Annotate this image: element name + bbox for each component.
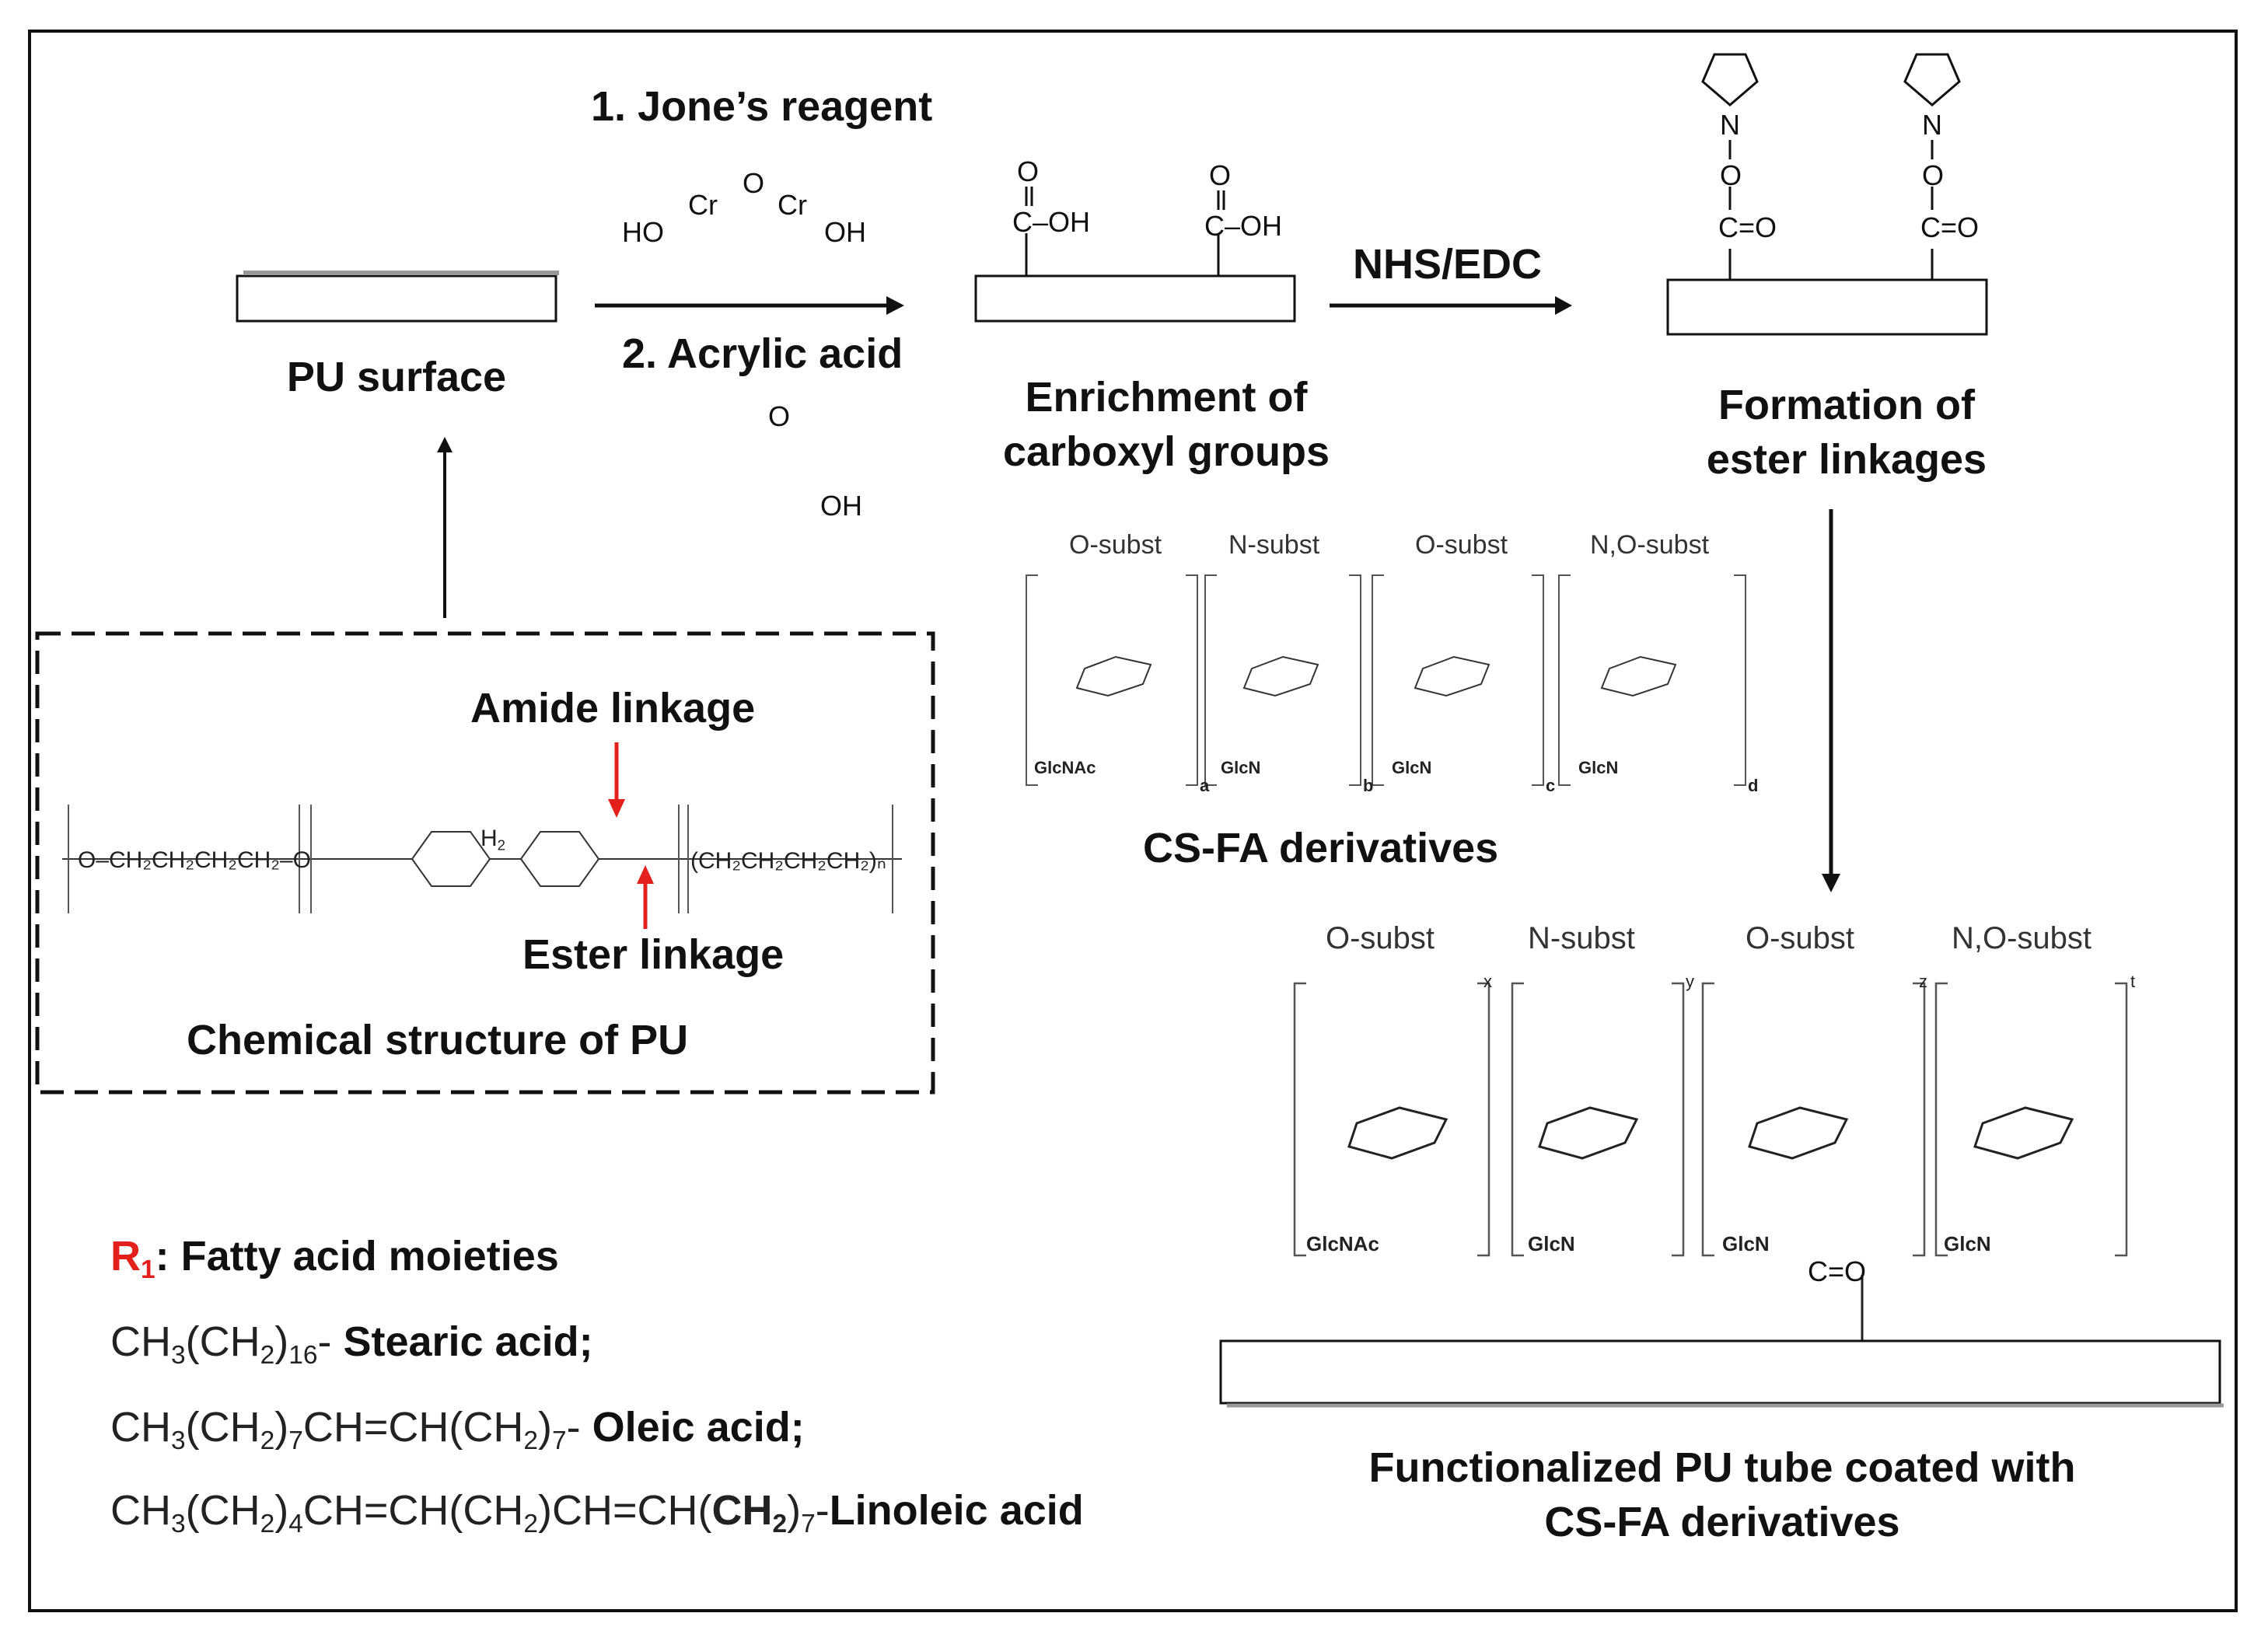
- large-header-1: N-subst: [1528, 921, 1635, 955]
- stearic-name: Stearic acid;: [343, 1318, 593, 1365]
- cr-bridge-o: O: [743, 167, 765, 199]
- oleic-name: Oleic acid;: [592, 1404, 805, 1451]
- tube-link-co: C=O: [1808, 1255, 1867, 1287]
- large-header-0: O-subst: [1326, 921, 1435, 955]
- linoleic-name: Linoleic acid: [829, 1487, 1084, 1534]
- cr-label-2: Cr: [778, 189, 807, 221]
- fatty-acid-heading-text: : Fatty acid moieties: [155, 1233, 559, 1280]
- small-unit-0: GlcNAc: [1034, 758, 1096, 777]
- pu-chain-segment: O–CH₂CH₂CH₂CH₂–O: [78, 847, 311, 873]
- small-unit-3: GlcN: [1578, 758, 1619, 777]
- small-sub-2: c: [1546, 776, 1556, 795]
- large-sub-0: x: [1483, 972, 1492, 991]
- cs-fa-label: CS-FA derivatives: [1143, 825, 1499, 871]
- fatty-acid-heading: R1: Fatty acid moieties: [110, 1231, 559, 1296]
- cs-fa-large-brackets: [1293, 982, 2128, 1257]
- cs-fa-small-brackets: [1026, 574, 1746, 786]
- pu-repeat-segment: (CH₂CH₂CH₂CH₂)ₙ: [690, 848, 886, 874]
- pu-structure-box: [35, 631, 935, 1095]
- reagent1-label: 1. Jone’s reagent: [591, 83, 933, 130]
- final-caption-line2: CS-FA derivatives: [1544, 1499, 1900, 1545]
- figure-frame: [28, 30, 2238, 1612]
- formation-label-line2: ester linkages: [1706, 436, 1987, 483]
- nhs-ring-right: [1903, 53, 1961, 106]
- large-sub-3: t: [2130, 972, 2136, 991]
- large-unit-0: GlcNAc: [1306, 1232, 1379, 1255]
- amide-linkage-label: Amide linkage: [470, 685, 756, 731]
- small-unit-1: GlcN: [1221, 758, 1261, 777]
- large-unit-2: GlcN: [1722, 1232, 1770, 1255]
- cr-label-1: Cr: [688, 189, 718, 221]
- acrylic-o: O: [768, 400, 791, 432]
- linoleic-line: CH3(CH2)4CH=CH(CH2)CH=CH(CH2)7-Linoleic …: [110, 1487, 1084, 1539]
- nhs-n-1: N: [1720, 109, 1740, 141]
- pu-surface-label: PU surface: [286, 354, 507, 400]
- nhs-n-2: N: [1922, 109, 1942, 141]
- carboxyl-slab: [974, 274, 1296, 323]
- nhs-edc-label: NHS/EDC: [1353, 241, 1543, 288]
- large-header-3: N,O-subst: [1952, 921, 2092, 955]
- cs-fa-large-rings: [1347, 1106, 2074, 1160]
- pu-surface-slab: [236, 274, 557, 323]
- acrylic-oh: OH: [820, 490, 862, 522]
- large-sub-1: y: [1686, 972, 1694, 991]
- small-sub-3: d: [1748, 776, 1759, 795]
- enrichment-label-line1: Enrichment of: [1025, 374, 1308, 421]
- large-header-2: O-subst: [1746, 921, 1855, 955]
- cooh-o-1: O: [1017, 155, 1040, 187]
- small-header-2: O-subst: [1415, 530, 1508, 560]
- ester-co-1: C=O: [1718, 211, 1777, 243]
- cooh-1: C–OH: [1012, 206, 1091, 238]
- cooh-o-2: O: [1209, 159, 1232, 191]
- small-sub-0: a: [1200, 776, 1210, 795]
- formation-label-line1: Formation of: [1718, 382, 1975, 428]
- small-sub-1: b: [1363, 776, 1374, 795]
- cs-fa-small-rings: [1075, 655, 1677, 697]
- cr-oh: OH: [824, 216, 866, 248]
- ester-slab: [1666, 278, 1988, 336]
- large-unit-1: GlcN: [1528, 1232, 1575, 1255]
- pu-structure-caption: Chemical structure of PU: [187, 1017, 689, 1063]
- ester-co-2: C=O: [1920, 211, 1980, 243]
- small-header-3: N,O-subst: [1590, 530, 1710, 560]
- small-unit-2: GlcN: [1392, 758, 1432, 777]
- cyclohexane-left: [411, 831, 491, 887]
- ester-o-1: O: [1720, 159, 1742, 191]
- cyclohexane-right: [519, 831, 600, 887]
- cooh-2: C–OH: [1204, 210, 1283, 242]
- small-header-1: N-subst: [1228, 530, 1320, 560]
- nhs-ring-left: [1701, 53, 1759, 106]
- ester-linkage-label: Ester linkage: [522, 931, 785, 978]
- stearic-line: CH3(CH2)16- Stearic acid;: [110, 1318, 593, 1370]
- pu-tube-slab: [1219, 1339, 2221, 1405]
- large-unit-3: GlcN: [1944, 1232, 1991, 1255]
- small-header-0: O-subst: [1069, 530, 1162, 560]
- pu-ch2-label: H2: [481, 826, 506, 854]
- enrichment-label-line2: carboxyl groups: [1002, 428, 1330, 475]
- reagent2-label: 2. Acrylic acid: [622, 330, 903, 377]
- large-sub-2: z: [1919, 972, 1927, 991]
- final-caption-line1: Functionalized PU tube coated with: [1368, 1444, 2076, 1491]
- oleic-line: CH3(CH2)7CH=CH(CH2)7- Oleic acid;: [110, 1404, 805, 1456]
- ester-o-2: O: [1922, 159, 1945, 191]
- r1-symbol: R1: [110, 1233, 156, 1285]
- cr-ho: HO: [622, 216, 664, 248]
